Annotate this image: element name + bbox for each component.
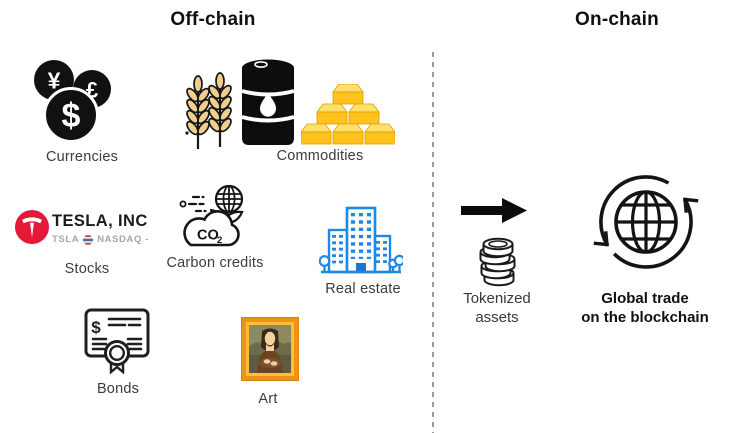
real-estate-label: Real estate	[325, 281, 401, 297]
flow-arrow	[461, 197, 528, 229]
oil-barrel-icon	[241, 59, 295, 145]
onchain-global-trade	[591, 167, 701, 282]
gold-bars-icon	[300, 83, 396, 145]
carbon-credits-label: Carbon credits	[166, 255, 264, 271]
bonds-certificate-icon: $	[84, 308, 150, 375]
offchain-item-stocks	[15, 210, 49, 249]
dollar-coin-icon	[43, 87, 99, 143]
gold-bars	[300, 83, 396, 151]
art-mona-lisa-icon	[246, 322, 294, 376]
co2-text: CO	[197, 228, 219, 244]
section-divider	[432, 52, 434, 433]
commodities-label: Commodities	[276, 148, 364, 164]
offchain-item-real-estate	[318, 201, 406, 280]
stock-exchange: NASDAQ -	[97, 234, 149, 245]
mona-lisa-painting	[249, 325, 291, 373]
offchain-item-commodities	[181, 59, 237, 156]
tokenized-assets	[473, 235, 525, 292]
stocks-label: Stocks	[64, 261, 110, 277]
off-chain-title: Off-chain	[170, 9, 256, 30]
tokenized-assets-label: Tokenized assets	[463, 290, 531, 326]
coin-stack-icon	[479, 237, 516, 287]
offchain-item-bonds: $	[82, 306, 152, 379]
on-chain-title: On-chain	[575, 9, 659, 30]
bond-dollar-sign: $	[91, 318, 101, 337]
globe-sync-icon	[593, 175, 699, 269]
stock-ticker: TSLA	[52, 234, 80, 245]
art-label: Art	[258, 391, 278, 407]
global-trade-label: Global trade on the blockchain	[581, 290, 709, 326]
stock-company-name: TESLA, INC	[52, 212, 148, 230]
tesla-logo-icon	[15, 210, 49, 244]
carbon-credits-icon: CO 2	[179, 184, 244, 247]
wheat-icon	[185, 72, 232, 149]
offchain-item-carbon-credits: CO 2	[176, 182, 252, 259]
right-arrow-icon	[461, 198, 527, 223]
offchain-item-currencies: ¥ £ $	[33, 59, 113, 148]
yen-symbol: ¥	[48, 68, 61, 94]
bonds-label: Bonds	[96, 381, 140, 397]
oil-barrel	[239, 55, 297, 156]
co2-subscript: 2	[217, 235, 222, 246]
offchain-item-art	[241, 317, 299, 381]
nasdaq-flag-icon	[83, 234, 94, 245]
currencies-label: Currencies	[45, 149, 119, 165]
currencies-icon: ¥ £ $	[34, 60, 111, 143]
real-estate-icon	[318, 206, 406, 274]
dollar-symbol: $	[62, 97, 81, 135]
stock-card: TESLA, INC TSLA NASDAQ -	[52, 212, 149, 245]
